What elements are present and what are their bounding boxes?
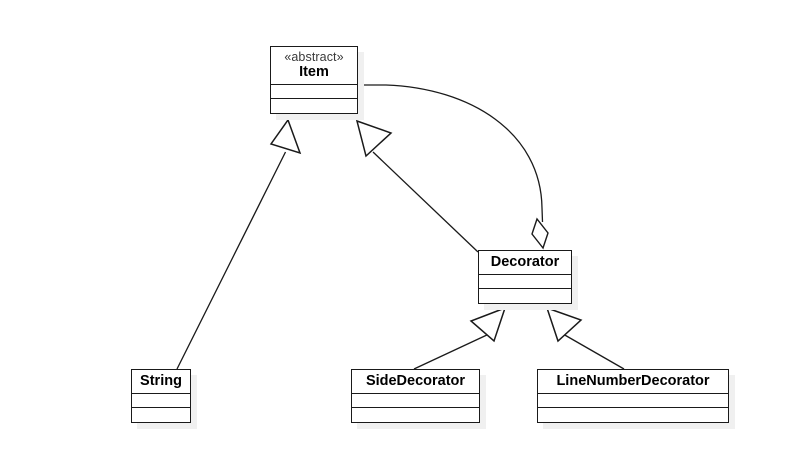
aggregation-line [358,84,544,223]
class-title-linenumberdecorator: LineNumberDecorator [556,373,710,389]
hollow-triangle-arrowhead-icon [545,306,583,343]
class-title-string: String [140,373,182,389]
class-stereotype-item: «abstract» [284,50,344,64]
class-box-item[interactable]: «abstract» Item [270,46,358,115]
class-name-compartment-linenumberdecorator: LineNumberDecorator [538,370,728,395]
class-attributes-compartment-linenumberdecorator [538,394,728,409]
generalization-line [372,151,479,253]
hollow-triangle-arrowhead-icon [355,119,393,158]
generalization-line [413,333,490,370]
relationship-sidedecorator-inherits-decorator[interactable] [413,306,507,370]
class-attributes-compartment-string [132,394,190,409]
hollow-triangle-arrowhead-icon [269,118,302,155]
relationship-linenumberdecorator-inherits-decorator[interactable] [545,306,625,370]
class-name-compartment-item: «abstract» Item [271,47,357,86]
hollow-diamond-aggregation-icon [531,217,549,250]
generalization-line [562,333,625,370]
class-name-compartment-sidedecorator: SideDecorator [352,370,479,395]
class-attributes-compartment-item [271,85,357,100]
generalization-line [176,151,287,370]
class-operations-compartment-sidedecorator [352,408,479,422]
relationship-item-aggregates-decorator[interactable] [358,84,549,250]
class-title-item: Item [299,64,329,80]
relationship-string-inherits-item[interactable] [176,118,302,370]
class-attributes-compartment-sidedecorator [352,394,479,409]
class-title-decorator: Decorator [490,254,560,270]
hollow-triangle-arrowhead-icon [469,306,507,343]
class-operations-compartment-string [132,408,190,422]
class-operations-compartment-decorator [479,289,571,303]
class-operations-compartment-linenumberdecorator [538,408,728,422]
class-box-sidedecorator[interactable]: SideDecorator [351,369,480,424]
class-name-compartment-decorator: Decorator [479,251,571,276]
class-attributes-compartment-decorator [479,275,571,290]
class-box-decorator[interactable]: Decorator [478,250,572,305]
class-box-string[interactable]: String [131,369,191,424]
class-title-sidedecorator: SideDecorator [365,373,466,389]
class-box-linenumberdecorator[interactable]: LineNumberDecorator [537,369,729,424]
relationship-decorator-inherits-item[interactable] [355,119,479,253]
class-name-compartment-string: String [132,370,190,395]
class-operations-compartment-item [271,99,357,113]
